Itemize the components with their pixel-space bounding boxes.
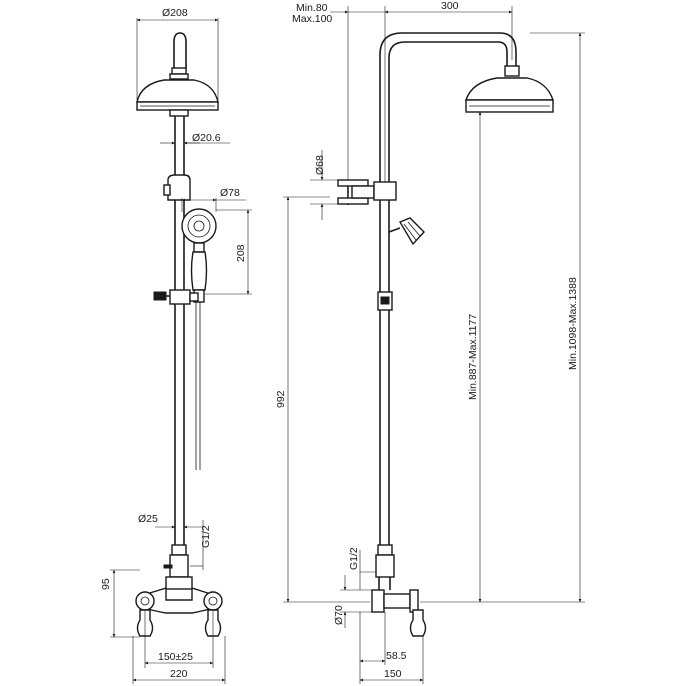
union-diameter-label: Ø70: [333, 605, 345, 625]
head-diameter-dimension: Ø208: [136, 7, 219, 100]
shower-arm-side: [379, 32, 517, 190]
side-view: Min.80 Max.100 300: [292, 0, 585, 684]
thread-label-side: G1/2: [348, 547, 360, 570]
handset-height-label: 208: [235, 244, 247, 262]
wall-bracket-front: [163, 174, 191, 201]
front-view: Ø208 Ø20.6: [100, 7, 370, 684]
mixer-side: [371, 544, 427, 637]
mixer-height-label: 95: [100, 578, 112, 590]
overall-width-label: 220: [170, 668, 188, 680]
wall-offset-max-label: Max.100: [292, 13, 332, 25]
mixer-height-dimension: 95: [100, 569, 140, 638]
arm-projection-dimension: 300: [384, 0, 513, 60]
thread-dimension-side: G1/2: [348, 547, 378, 590]
overall-height-dimension-front: 992: [275, 196, 370, 603]
overall-height-dimension-side: Min.1098-Max.1388: [420, 32, 585, 603]
depth-to-axis-label: 58.5: [386, 650, 407, 662]
handset-height-dimension: 208: [205, 209, 252, 295]
overall-height-label-side: Min.1098-Max.1388: [567, 277, 579, 370]
inlet-centers-label: 150±25: [158, 651, 193, 663]
riser-diameter-dimension: Ø25: [138, 513, 203, 529]
hose-front: [195, 302, 201, 470]
depth-to-axis-dimension: 58.5: [359, 612, 407, 684]
overall-width-dimension: 220: [132, 636, 226, 684]
overall-depth-dimension: 150: [359, 636, 424, 684]
inlet-centers-dimension: 150±25: [144, 610, 214, 668]
wall-offset-dimension: Min.80 Max.100: [292, 2, 386, 185]
handset-diameter-label: Ø78: [220, 187, 240, 199]
slider-front: [153, 289, 199, 305]
overall-height-label-front: 992: [275, 390, 287, 408]
wall-offset-min-label: Min.80: [296, 2, 328, 14]
riser-nut-front: [163, 544, 189, 578]
head-height-label: Min.887-Max.1177: [467, 314, 479, 400]
head-height-dimension: Min.887-Max.1177: [467, 111, 482, 603]
riser-diameter-label: Ø25: [138, 513, 158, 525]
handset-diameter-dimension: Ø78: [181, 187, 246, 212]
thread-dimension-front: G1/2: [190, 520, 212, 570]
bracket-diameter-dimension: Ø68: [310, 150, 338, 220]
wall-bracket-side: [337, 179, 397, 205]
union-diameter-dimension: Ø70: [333, 575, 372, 628]
slider-side: [377, 291, 393, 311]
bracket-diameter-label: Ø68: [314, 155, 326, 175]
shower-head-side: [465, 65, 554, 113]
overall-depth-label: 150: [384, 668, 402, 680]
pipe-diameter-label: Ø20.6: [192, 132, 221, 144]
hand-shower-front: [181, 208, 217, 303]
arm-projection-label: 300: [441, 0, 459, 12]
pipe-diameter-dimension: Ø20.6: [160, 132, 230, 145]
shower-head-front: [136, 32, 219, 117]
hand-shower-side: [388, 217, 425, 246]
riser-pipe-side: [379, 200, 390, 545]
thread-label-front: G1/2: [200, 525, 212, 548]
head-diameter-label: Ø208: [162, 7, 188, 19]
mixer-body-front: [135, 576, 223, 637]
